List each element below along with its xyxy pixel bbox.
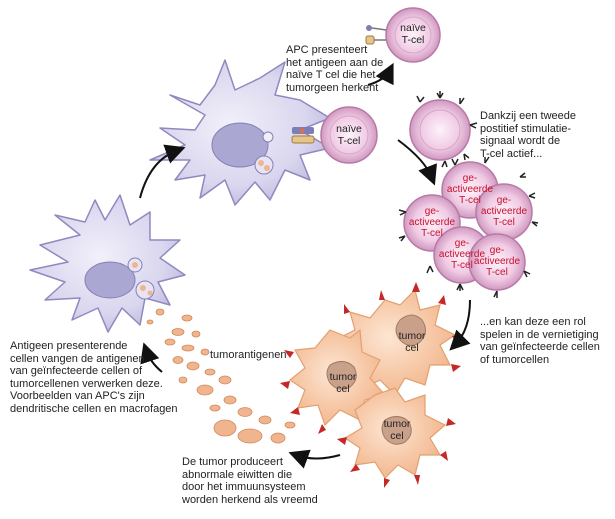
tumor-cell-label-1: tumor cel [398, 330, 426, 354]
tumorantigens-label: tumorantigenen [210, 349, 287, 361]
caption-tumor-produces: De tumor produceert abnormale eiwitten d… [182, 456, 318, 506]
arrow-tumor-to-antigens [288, 449, 341, 469]
activated-tcell-label-3: ge- activeerde T-cel [408, 206, 456, 239]
tumor-antigens [146, 308, 296, 444]
tumor-cell-label-2: tumor cel [329, 371, 357, 395]
dendritic-cell-top [149, 59, 331, 206]
activated-tcell-label-1: ge- activeerde T-cel [446, 173, 494, 206]
arrow-antigens-to-apc [140, 342, 163, 373]
activated-tcell-label-4: ge- activeerde T-cel [438, 238, 486, 271]
primed-tcell [409, 91, 478, 168]
tumor-cell-label-3: tumor cel [383, 418, 411, 442]
caption-apc-presents: APC presenteert het antigeen aan de naïv… [286, 44, 384, 94]
caption-apc-capture: Antigeen presenterende cellen vangen de … [10, 340, 178, 415]
activated-tcell-label-5: ge- activeerde T-cel [473, 245, 521, 278]
activated-tcell-cluster [398, 156, 539, 298]
caption-second-signal: Dankzij een tweede postitief stimulatie-… [480, 110, 577, 160]
naive-tcell-mid-label: naïve T-cel [336, 123, 362, 147]
naive-tcell-mid [320, 106, 378, 164]
naive-tcell-top [365, 7, 441, 63]
caption-destroy: ...en kan deze een rol spelen in de vern… [480, 316, 600, 366]
cycle-arrows [139, 62, 471, 469]
dendritic-cell-bottom [29, 194, 186, 333]
activated-tcell-label-2: ge- activeerde T-cel [480, 195, 528, 228]
arrow-to-tumor [449, 299, 471, 351]
arrow-tcell-activation [397, 139, 437, 186]
activated-tcell-5 [468, 233, 526, 291]
naive-tcell-top-label: naïve T-cel [400, 22, 426, 46]
arrow-apc-to-tcell [367, 62, 394, 86]
arrow-apc-bottom-to-top [139, 144, 186, 199]
activated-tcell-2 [475, 183, 533, 241]
